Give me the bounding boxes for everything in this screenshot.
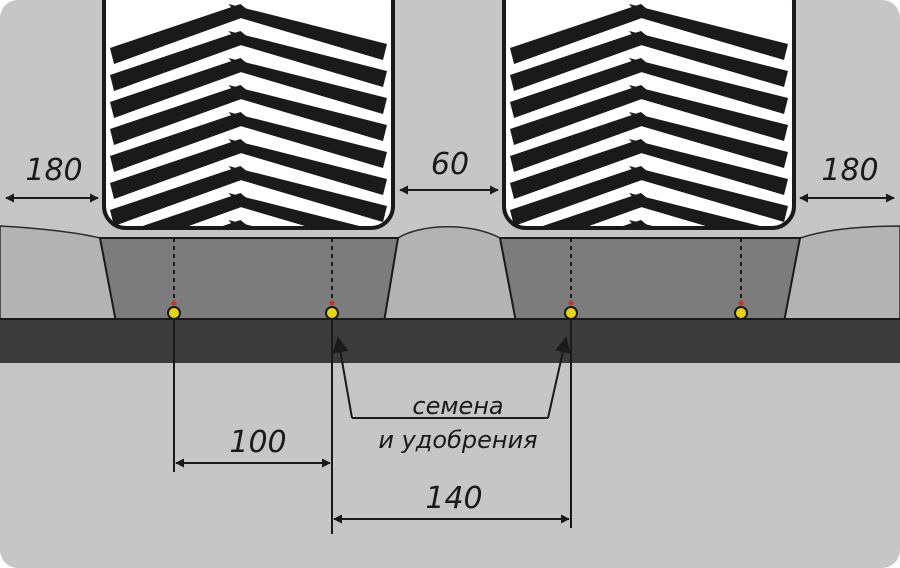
dim-left-edge: 180 bbox=[25, 153, 82, 188]
tire-left bbox=[102, 0, 395, 230]
seed-marker-icon bbox=[564, 306, 578, 320]
dim-row-spacing-b: 140 bbox=[425, 481, 482, 516]
annotation-line-2: и удобрения bbox=[378, 426, 537, 454]
tread-lug bbox=[110, 112, 253, 172]
annotation-line-1: семена bbox=[412, 392, 503, 420]
tread-lug bbox=[228, 31, 387, 87]
tread-lug bbox=[629, 112, 788, 168]
tread-lug bbox=[510, 31, 653, 91]
tread-lug bbox=[228, 166, 387, 222]
tread-lug bbox=[110, 166, 253, 226]
pointer-arrow-left bbox=[332, 336, 353, 419]
seed-stem bbox=[329, 300, 335, 306]
tread-lug bbox=[110, 193, 253, 228]
seed-stem bbox=[568, 300, 574, 306]
seed-marker-icon bbox=[734, 306, 748, 320]
dim-tire-gap: 60 bbox=[431, 147, 469, 182]
tread-lug bbox=[629, 166, 788, 222]
tread-lug bbox=[629, 58, 788, 114]
tire-tread-icon bbox=[110, 4, 387, 228]
tread-lug bbox=[510, 58, 653, 118]
tread-lug bbox=[110, 85, 253, 145]
pointer-arrow-right bbox=[547, 336, 571, 419]
tread-lug bbox=[510, 4, 653, 64]
tread-lug bbox=[510, 85, 653, 145]
tread-lug bbox=[110, 58, 253, 118]
subsoil-band bbox=[0, 319, 900, 363]
tread-lug bbox=[510, 166, 653, 226]
dim-row-spacing-a: 100 bbox=[229, 425, 286, 460]
tire-right bbox=[502, 0, 796, 230]
tread-lug bbox=[228, 4, 387, 60]
tread-lug bbox=[629, 193, 788, 228]
tire-track-left bbox=[98, 237, 400, 323]
seed-stem bbox=[171, 300, 177, 306]
seed-stem bbox=[738, 300, 744, 306]
tread-lug bbox=[110, 31, 253, 91]
tread-lug bbox=[510, 193, 653, 228]
tread-lug bbox=[228, 85, 387, 141]
tread-lug bbox=[629, 4, 788, 60]
tread-lug bbox=[228, 112, 387, 168]
tread-lug bbox=[629, 31, 788, 87]
tread-lug bbox=[629, 139, 788, 195]
tread-lug bbox=[110, 4, 253, 64]
tread-lug bbox=[510, 139, 653, 199]
tread-lug bbox=[228, 58, 387, 114]
tread-lug bbox=[110, 139, 253, 199]
tire-body-left bbox=[102, 0, 395, 230]
seed-marker-icon bbox=[325, 306, 339, 320]
tread-lug bbox=[629, 85, 788, 141]
tire-track-right bbox=[498, 237, 802, 323]
tire-tread-icon bbox=[510, 4, 788, 228]
tread-lug bbox=[228, 139, 387, 195]
tread-lug bbox=[228, 193, 387, 228]
dim-right-edge: 180 bbox=[821, 153, 878, 188]
tread-lug bbox=[510, 112, 653, 172]
tire-body-right bbox=[502, 0, 796, 230]
seed-marker-icon bbox=[167, 306, 181, 320]
